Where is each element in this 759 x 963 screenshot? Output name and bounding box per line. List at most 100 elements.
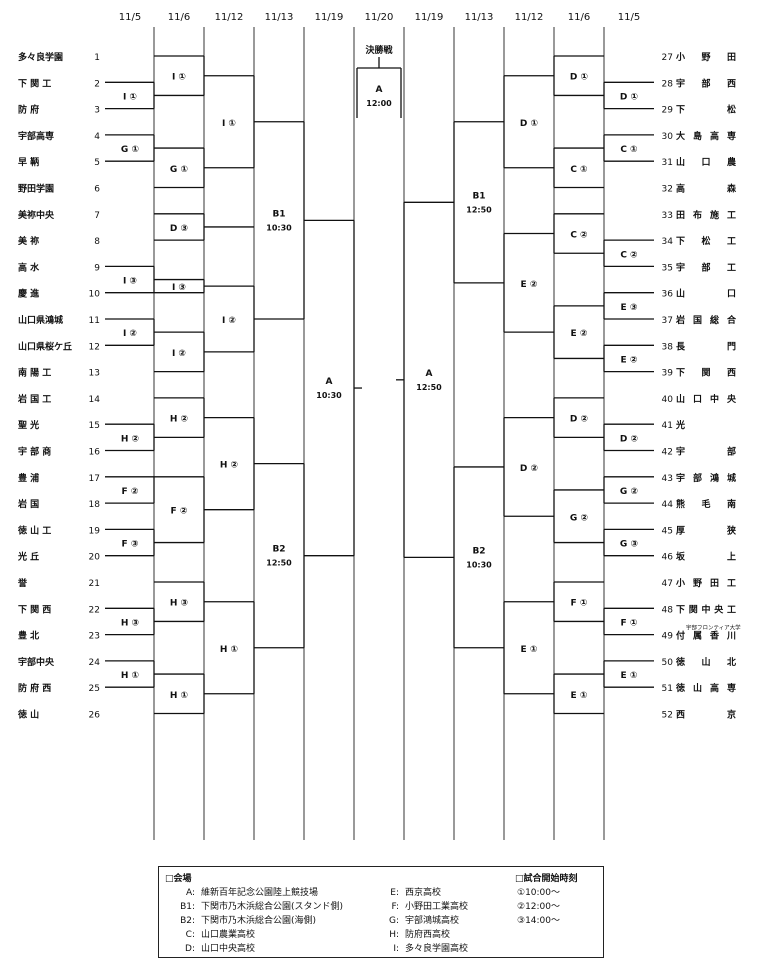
team-name: 岩 国: [17, 498, 39, 510]
legend-key: G:: [388, 916, 399, 926]
legend-value: 山口中央高校: [201, 944, 256, 954]
match-label: A: [376, 85, 383, 95]
team-number: 26: [89, 711, 101, 721]
match-label: E ①: [521, 645, 538, 655]
match-label: G ②: [620, 487, 638, 497]
team-name: 聖 光: [18, 419, 39, 431]
team-number: 43: [662, 474, 673, 484]
team-name: 宇部鴻城: [676, 472, 736, 484]
team-number: 39: [662, 369, 674, 379]
team-name: 誉: [17, 577, 28, 589]
team-number: 13: [89, 369, 100, 379]
team-number: 2: [94, 79, 100, 89]
match-label: I ①: [123, 92, 137, 102]
team-name: 早 鞆: [18, 156, 39, 168]
team-name: 厚 狭: [676, 524, 737, 536]
venue-row: C:山口農業高校: [165, 927, 255, 940]
team-name: 宇 部 商: [18, 446, 51, 458]
match-label: B1: [272, 209, 285, 219]
legend-value: 下関市乃木浜総合公園(海側): [201, 916, 317, 926]
team-name: 光 丘: [17, 551, 39, 563]
match-label: C ②: [620, 250, 637, 260]
team-number: 33: [662, 211, 673, 221]
legend-key: I:: [393, 944, 399, 954]
team-number: 37: [662, 316, 673, 326]
team-number: 21: [89, 579, 100, 589]
match-label: D ③: [170, 224, 188, 234]
match-label: E ②: [571, 329, 588, 339]
legend-key: C:: [185, 930, 195, 940]
legend-key: A:: [185, 888, 195, 898]
match-label: 12:50: [466, 205, 492, 214]
date-header: 11/6: [168, 12, 190, 23]
team-name: 田布施工: [676, 209, 736, 221]
team-left: 徳 山 26: [17, 709, 100, 721]
team-name: 美 祢: [18, 235, 39, 247]
team-name: 徳 山: [17, 709, 39, 721]
team-number: 22: [89, 605, 100, 615]
team-name: 豊 北: [18, 630, 39, 642]
team-number: 3: [94, 106, 100, 116]
team-number: 31: [662, 158, 673, 168]
match-label: H ①: [220, 645, 238, 655]
match-label: H ②: [170, 415, 188, 425]
team-name: 徳 山 工: [17, 524, 51, 536]
match-label: E ②: [521, 280, 538, 290]
match-label: B1: [472, 191, 485, 201]
match-label: C ②: [570, 231, 587, 241]
legend-key: H:: [389, 930, 399, 940]
match-label: G ②: [570, 513, 588, 523]
team-number: 9: [94, 263, 100, 273]
legend-value: 小野田工業高校: [405, 902, 469, 912]
date-header: 11/12: [515, 12, 544, 23]
match-label: A: [326, 377, 333, 387]
match-label: D ①: [520, 119, 538, 129]
match-label: D ①: [620, 92, 638, 102]
venue-row: A:維新百年記念公園陸上競技場: [165, 885, 318, 898]
team-number: 34: [662, 237, 674, 247]
team-name: 下 関 西: [18, 604, 51, 615]
team-number: 36: [662, 290, 674, 300]
team-name: 小野田工: [675, 577, 736, 589]
match-label: F ①: [621, 618, 638, 628]
legend-key: E:: [390, 888, 399, 898]
match-label: H ②: [121, 434, 139, 444]
team-number: 48: [662, 605, 674, 615]
team-number: 42: [662, 448, 673, 458]
team-name: 熊 毛 南: [676, 498, 736, 510]
team-name: 高 水: [18, 261, 40, 273]
team-number: 41: [662, 421, 673, 431]
team-number: 19: [89, 526, 101, 536]
match-label: C ①: [620, 145, 637, 155]
match-label: F ②: [171, 507, 188, 517]
team-number: 29: [662, 106, 674, 116]
match-label: A: [426, 369, 433, 379]
legend-key: B2:: [180, 916, 195, 926]
team-left: 下 関 西 22: [18, 604, 100, 615]
match-label: D ②: [620, 434, 638, 444]
venue-row: D:山口中央高校: [165, 941, 255, 954]
team-left: 高 水 9: [18, 261, 100, 273]
team-name: 防 府: [18, 104, 39, 116]
team-name: 山 口 農: [676, 156, 737, 168]
match-label: G ①: [121, 145, 139, 155]
